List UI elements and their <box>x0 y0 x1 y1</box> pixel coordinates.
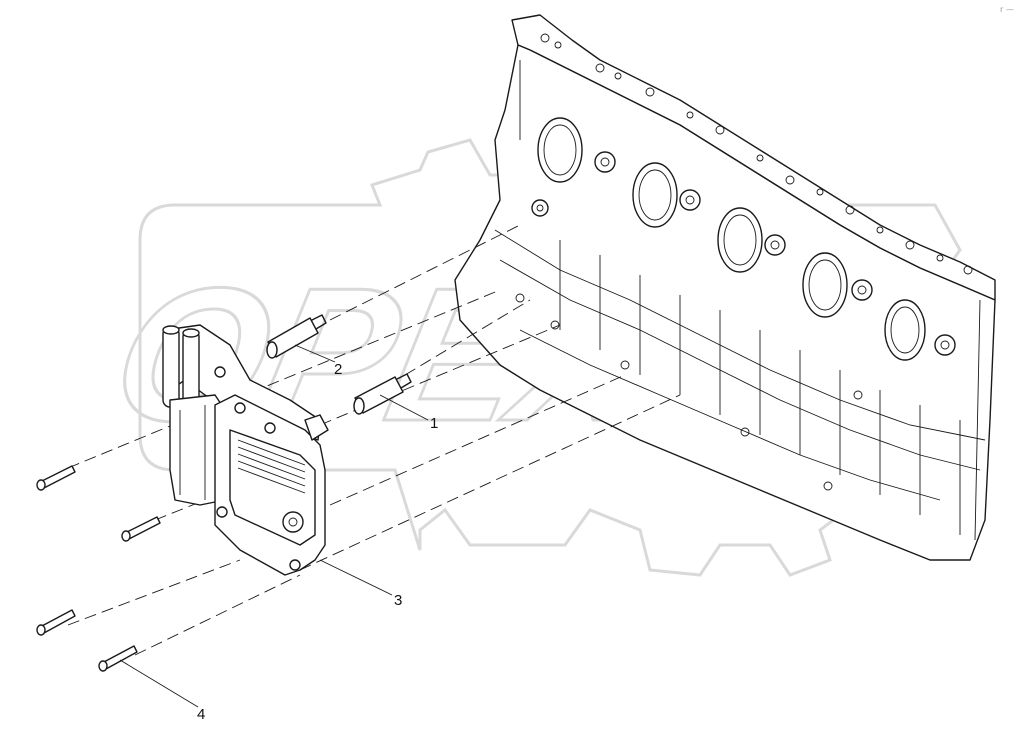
leader-3 <box>319 559 393 596</box>
block-mount-holes <box>515 293 863 491</box>
leader-2 <box>294 344 336 363</box>
callout-2: 2 <box>334 361 342 378</box>
corner-mark: r — <box>1000 5 1014 14</box>
bolt-group <box>36 465 161 672</box>
leader-1 <box>379 394 429 421</box>
ecu-housing <box>214 394 326 576</box>
block-bosses <box>531 151 956 356</box>
leader-lines <box>119 344 429 708</box>
spacer-1 <box>353 373 412 415</box>
ecu-module <box>162 324 329 576</box>
bolt-b <box>121 516 161 542</box>
bolt-a <box>36 465 76 491</box>
ecu-connector <box>169 394 226 506</box>
deck-bolt-holes <box>540 33 973 275</box>
ecu-fins <box>237 439 306 494</box>
callouts: 1 2 3 4 <box>197 361 438 723</box>
engine-block <box>454 14 996 561</box>
bolt-c <box>36 609 76 636</box>
callout-4: 4 <box>197 706 205 723</box>
callout-1: 1 <box>430 415 438 432</box>
engine-block-side-face <box>454 44 996 561</box>
block-ribs <box>494 60 986 541</box>
callout-3: 3 <box>394 592 402 609</box>
cylinder-bores <box>537 117 926 361</box>
spacer-2 <box>266 314 327 359</box>
bolt-d <box>98 645 138 672</box>
leader-4 <box>119 659 199 708</box>
